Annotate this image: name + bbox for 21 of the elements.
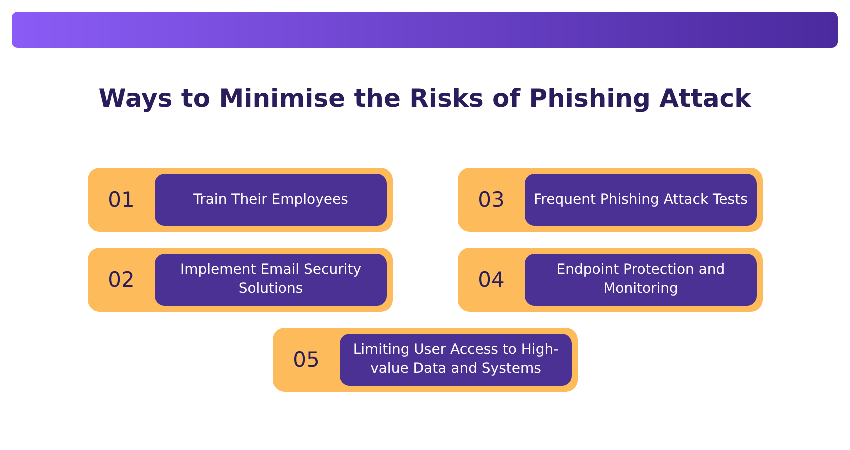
step-label: Train Their Employees [192, 190, 350, 210]
number-tab [88, 168, 393, 232]
step-box [525, 254, 757, 306]
number-tab [273, 328, 578, 392]
step-box [155, 174, 387, 226]
step-label: Implement Email Security Solutions [179, 261, 362, 299]
step-label: Frequent Phishing Attack Tests [533, 190, 749, 210]
step-number: 04 [477, 267, 506, 294]
step-number: 02 [107, 267, 136, 294]
step-label: Limiting User Access to High-value Data and Systems [352, 341, 560, 379]
title: Ways to Minimise the Risks of Phishing Attack [98, 84, 752, 113]
step-box [525, 174, 757, 226]
step-box [155, 254, 387, 306]
step-number: 03 [477, 187, 506, 214]
number-tab [458, 168, 763, 232]
number-tab [458, 248, 763, 312]
step-label: Endpoint Protection and Monitoring [556, 261, 726, 299]
number-tab [88, 248, 393, 312]
step-number: 01 [107, 187, 136, 214]
step-box [340, 334, 572, 386]
step-number: 05 [292, 347, 321, 374]
